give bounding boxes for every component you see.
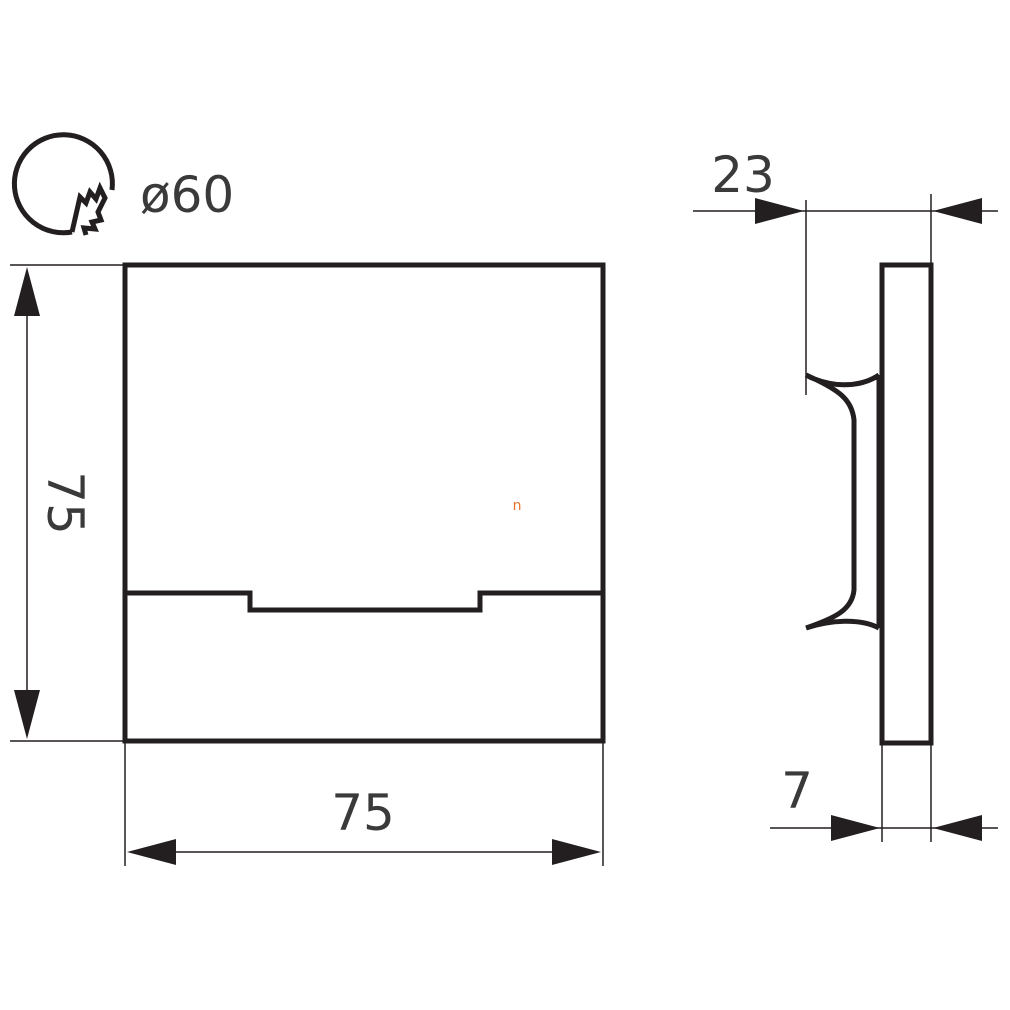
front-width-label: 75 xyxy=(331,784,395,842)
front-height-dimension xyxy=(10,264,150,742)
side-mounting-clip xyxy=(804,372,882,631)
side-plate xyxy=(879,262,934,746)
front-step-line xyxy=(125,590,603,613)
hole-diameter-label: ø60 xyxy=(140,166,234,224)
position-marker-label: n xyxy=(513,498,522,514)
front-view xyxy=(122,262,606,744)
front-outline xyxy=(122,262,606,744)
plate-thickness-label: 7 xyxy=(781,762,813,820)
hole-saw-icon xyxy=(11,132,115,236)
side-depth-dimension xyxy=(693,194,998,395)
front-width-dimension xyxy=(124,741,604,866)
side-depth-label: 23 xyxy=(711,146,775,204)
front-height-label: 75 xyxy=(36,471,94,535)
plate-thickness-dimension xyxy=(770,743,998,842)
side-view xyxy=(804,262,934,746)
